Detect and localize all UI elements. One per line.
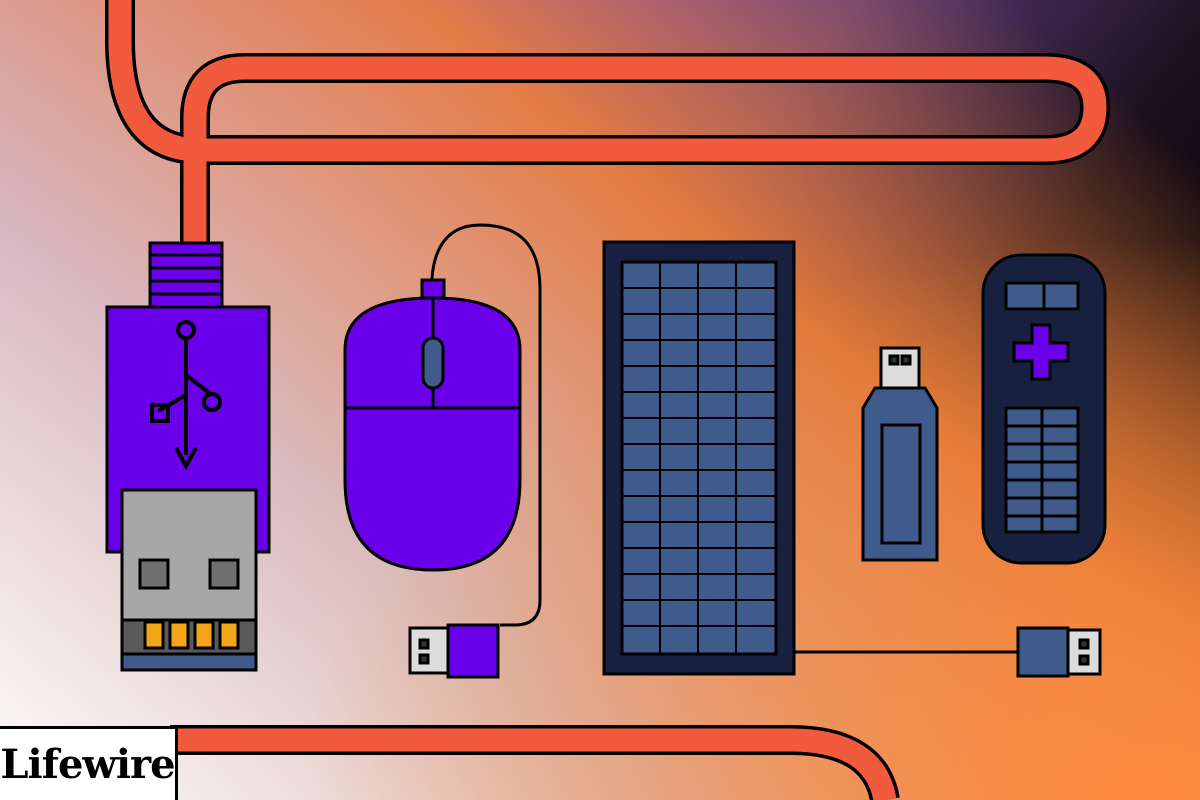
- mouse-icon: [343, 223, 542, 627]
- keyboard-cable: [794, 626, 1102, 678]
- brand-logo: Lifewire: [0, 726, 178, 800]
- usb-symbol-icon: [150, 320, 222, 471]
- keyboard-keys: [622, 262, 776, 654]
- cable-bottom: [170, 725, 900, 800]
- mouse-usb-connector-icon: [408, 623, 500, 679]
- cable-top: [105, 0, 1111, 245]
- brand-logo-text: Lifewire: [0, 740, 175, 788]
- remote-control-icon: [981, 253, 1107, 565]
- usb-plug-icon: [105, 241, 271, 672]
- usb-flash-drive-icon: [861, 346, 939, 562]
